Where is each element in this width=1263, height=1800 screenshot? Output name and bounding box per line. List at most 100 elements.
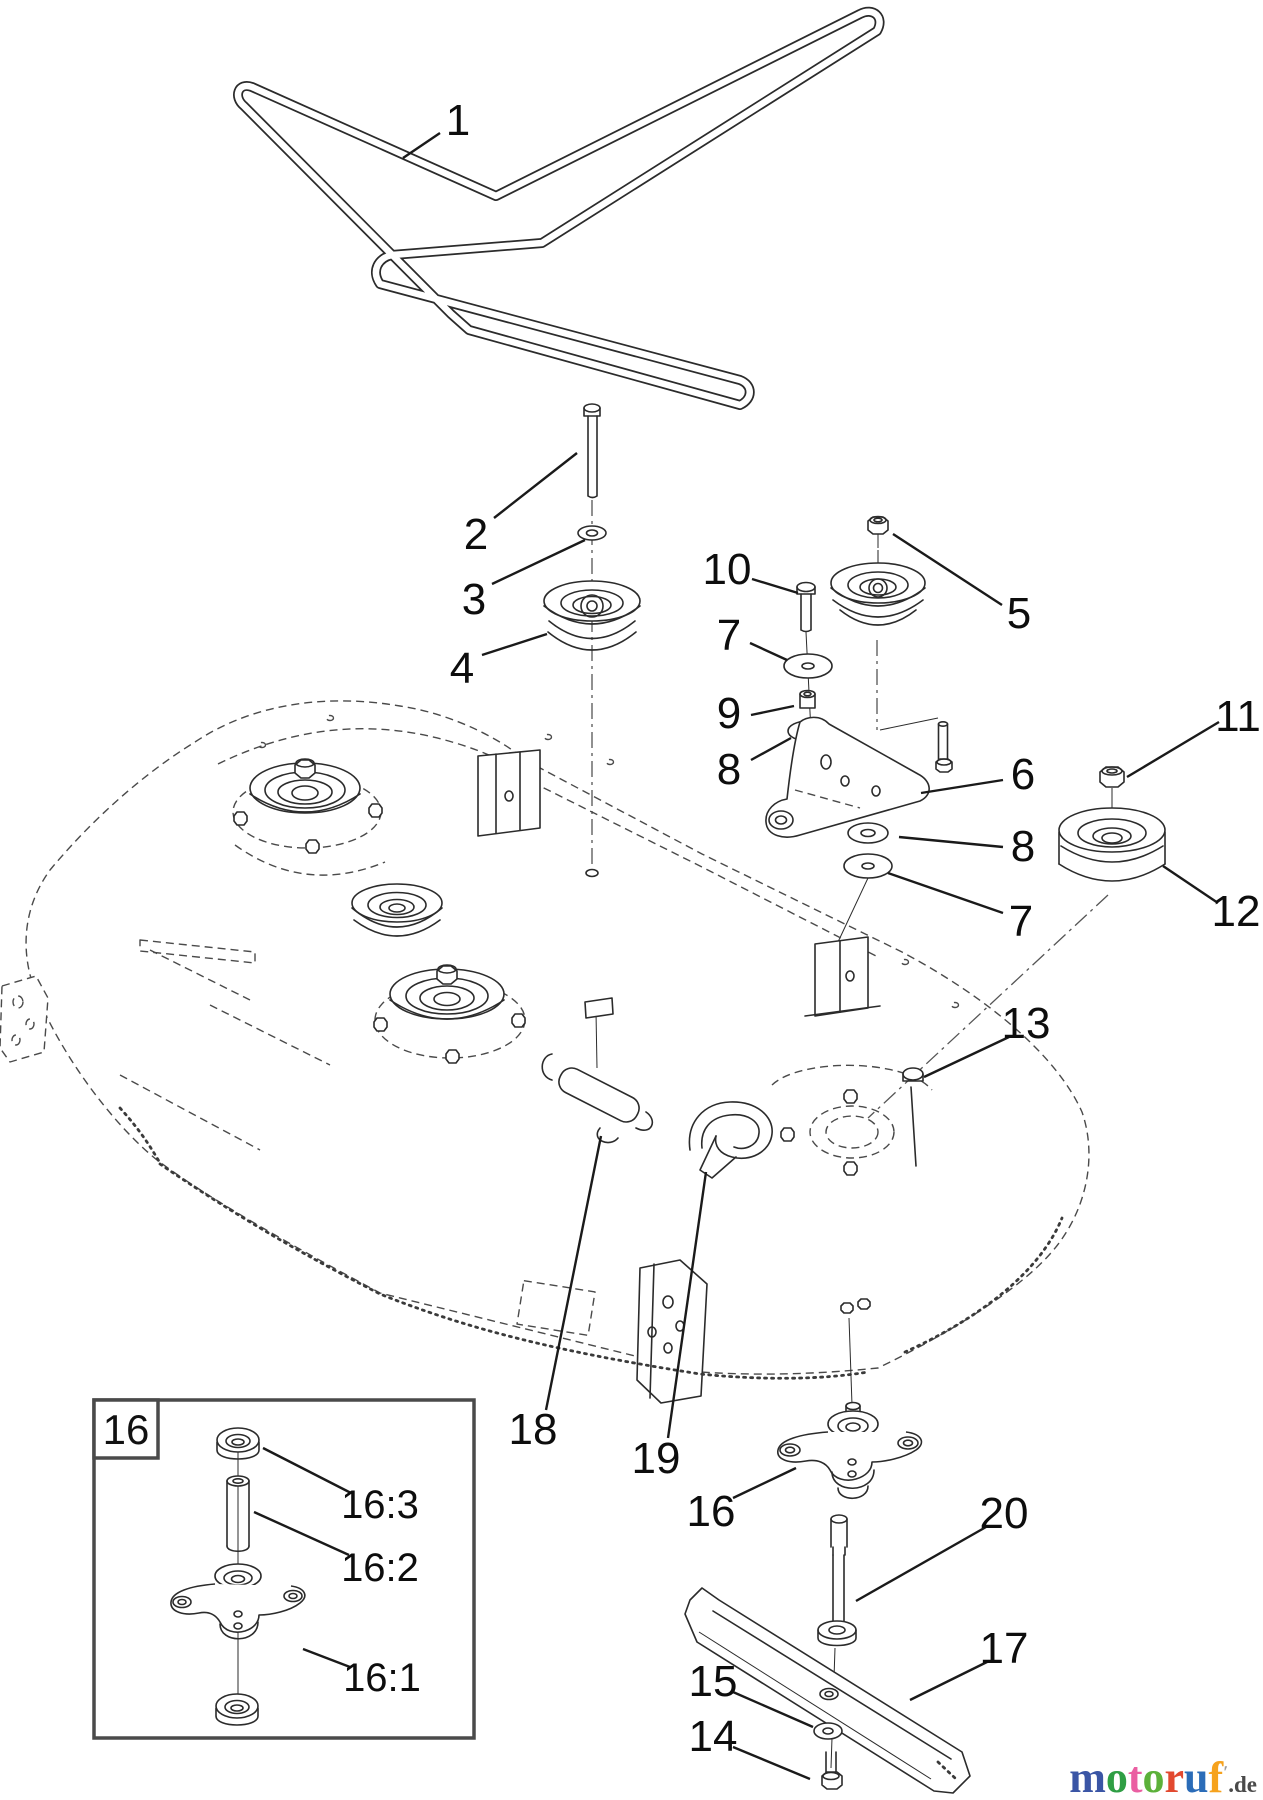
skirt-bolt-a: [840, 1302, 854, 1314]
callout-leader-washer-3: [491, 538, 586, 586]
callout-washer-8-left: 8: [717, 745, 741, 794]
callout-flat-idler: 4: [450, 644, 474, 693]
callout-spacer-16-2: 16:2: [341, 1546, 419, 1590]
spindle-shaft-20: [817, 1514, 857, 1647]
callout-spring-18: 18: [509, 1405, 558, 1454]
motoruf-logo[interactable]: motorufʹ.de: [1062, 1749, 1257, 1800]
callout-leader-nut-11: [1126, 720, 1220, 779]
spindle-housing-16: [777, 1401, 923, 1500]
callout-bearing-16-3: 16:3: [341, 1483, 419, 1527]
spacer-9: [799, 689, 816, 709]
callout-leader-shaft-20: [855, 1525, 987, 1603]
callout-leader-spacer-16-2: [253, 1510, 350, 1557]
logo-letter: m: [1069, 1753, 1106, 1800]
bolt-13: [902, 1067, 924, 1167]
callout-nut-11: 11: [1215, 692, 1261, 741]
deck-spindle-pulley-left: [232, 758, 386, 876]
callout-blade-17: 17: [980, 1624, 1029, 1673]
deck-bracket-center: [804, 936, 881, 1017]
washer-7-upper: [783, 653, 833, 679]
callout-washer-7-left: 7: [717, 611, 741, 660]
logo-letter: f: [1208, 1753, 1224, 1800]
drive-belt: [233, 6, 885, 410]
nut-11: [1099, 766, 1125, 788]
callout-bolt-13: 13: [1002, 999, 1051, 1048]
flat-idler-pulley-4: [543, 580, 641, 651]
bolt-10: [796, 581, 816, 633]
logo-letter: u: [1184, 1753, 1209, 1800]
deck-skirt-hatch: [158, 1162, 870, 1380]
axis-spindle: [848, 1317, 853, 1406]
washer-8-lower: [847, 822, 889, 844]
callout-leader-washer-8-right: [898, 835, 1004, 849]
idler-link-19: [688, 1101, 773, 1179]
washer-3: [577, 525, 607, 541]
deck-bracket-front: [636, 1259, 708, 1404]
logo-letter: t: [1127, 1753, 1143, 1800]
bearing-16-3: [216, 1427, 260, 1460]
callout-spacer-9: 9: [717, 689, 741, 738]
callout-bolt-10: 10: [703, 545, 752, 594]
idler-arm-6: [765, 716, 939, 838]
callout-leader-nut-5: [892, 532, 1003, 607]
deck-spindle-mount-ring: [771, 1064, 933, 1176]
skirt-bolt-b: [857, 1298, 871, 1310]
callout-idler-link-19: 19: [632, 1434, 681, 1483]
tension-spring-18: [541, 997, 654, 1144]
mower-blade-17: [684, 1587, 971, 1794]
motoruf-logo-letters: motoruf: [1069, 1753, 1223, 1800]
deck-spindle-pulley-right: [373, 964, 526, 1064]
deck-hole-a: [585, 868, 599, 878]
spindle-housing-16-1: [170, 1563, 306, 1640]
spacer-16-2: [226, 1475, 250, 1553]
callout-leader-washer-8-left: [750, 736, 792, 762]
logo-tick: ʹ: [1223, 1762, 1229, 1782]
logo-tld: .de: [1228, 1772, 1257, 1797]
callout-bolt-top: 2: [464, 510, 488, 559]
v-idler-pulley-5: [830, 562, 926, 626]
callout-leader-washer-7-left: [749, 641, 788, 662]
axis-line-b2: [837, 877, 869, 943]
callout-leader-washer-15: [732, 1690, 814, 1729]
callout-spindle-16: 16: [687, 1487, 736, 1536]
callout-leader-spacer-9: [750, 704, 795, 717]
callout-leader-idler-link-19: [666, 1171, 708, 1439]
callout-housing-16-1: 16:1: [343, 1656, 421, 1700]
callout-shaft-20: 20: [980, 1489, 1029, 1538]
callout-leader-idler-arm: [920, 778, 1004, 795]
washer-15: [813, 1722, 843, 1740]
callout-labels: 12345677889101112131415161718192016:116:…: [253, 96, 1261, 1781]
callout-bolt-14: 14: [689, 1712, 738, 1761]
pulley-12: [1058, 807, 1166, 882]
inset-box: 16: [92, 1398, 476, 1740]
bearing-16-lower: [215, 1693, 259, 1726]
bolt-2-right: [935, 720, 953, 773]
deck-bracket-left: [0, 975, 49, 1063]
inset-corner-label: 16: [103, 1406, 150, 1453]
deck-bracket-channel: [477, 749, 541, 837]
callout-leader-bolt-top: [493, 452, 578, 519]
callout-washer-15: 15: [689, 1657, 738, 1706]
callout-leader-spring-18: [544, 1135, 603, 1411]
callout-leader-washer-7-right: [887, 871, 1004, 915]
callout-nut-5: 5: [1007, 589, 1031, 638]
callout-leader-bolt-10: [751, 577, 799, 595]
callout-leader-bearing-16-3: [262, 1446, 352, 1495]
callout-leader-spindle-16: [732, 1466, 797, 1500]
callout-pulley-12: 12: [1212, 887, 1261, 936]
callout-leader-belt: [402, 132, 441, 159]
bolt-14: [821, 1751, 843, 1790]
callout-washer-3: 3: [462, 575, 486, 624]
deck-idler-pulley-center: [351, 883, 443, 937]
callout-leader-flat-idler: [481, 632, 548, 657]
callout-leader-bolt-13: [923, 1035, 1010, 1079]
callout-washer-7-right: 7: [1009, 897, 1033, 946]
callout-idler-arm: 6: [1011, 750, 1035, 799]
washer-7-lower: [843, 853, 893, 879]
logo-letter: r: [1164, 1753, 1185, 1800]
bolt-2: [583, 403, 601, 499]
mower-deck: [0, 700, 1090, 1404]
logo-letter: o: [1105, 1753, 1128, 1800]
callout-belt: 1: [446, 96, 470, 145]
